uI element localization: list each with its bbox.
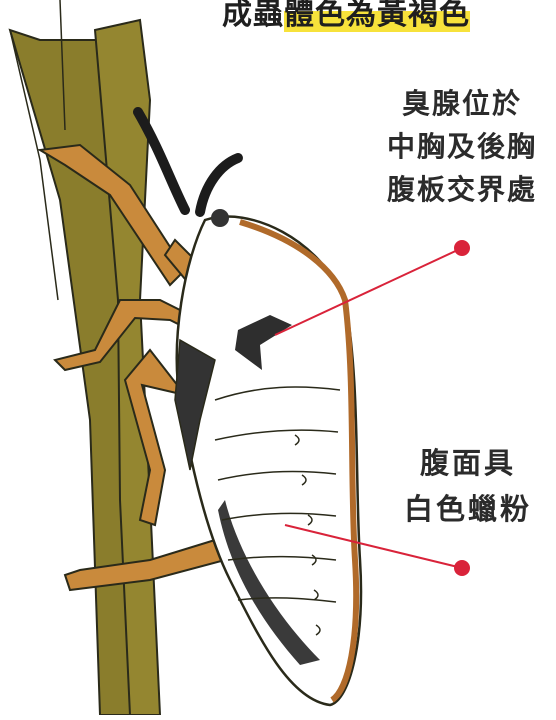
callout-wax-line-1: 腹面具 <box>380 440 556 486</box>
title-highlight: 體色為黃褐色 <box>284 0 470 32</box>
eye <box>211 209 229 227</box>
title-prefix: 成蟲 <box>222 0 284 32</box>
antennae <box>138 112 238 212</box>
callout-scent-gland-line-3: 腹板交界處 <box>368 168 556 211</box>
callout-wax-line-2: 白色蠟粉 <box>380 486 556 532</box>
callout-wax: 腹面具 白色蠟粉 <box>380 440 556 532</box>
callout-scent-gland-line-1: 臭腺位於 <box>368 82 556 125</box>
callout-scent-gland: 臭腺位於 中胸及後胸 腹板交界處 <box>368 82 556 211</box>
pointer-dot-gland <box>454 240 470 256</box>
insect-body <box>175 209 361 705</box>
diagram-title: 成蟲體色為黃褐色 <box>222 0 556 34</box>
pointer-dot-wax <box>454 560 470 576</box>
callout-scent-gland-line-2: 中胸及後胸 <box>368 125 556 168</box>
